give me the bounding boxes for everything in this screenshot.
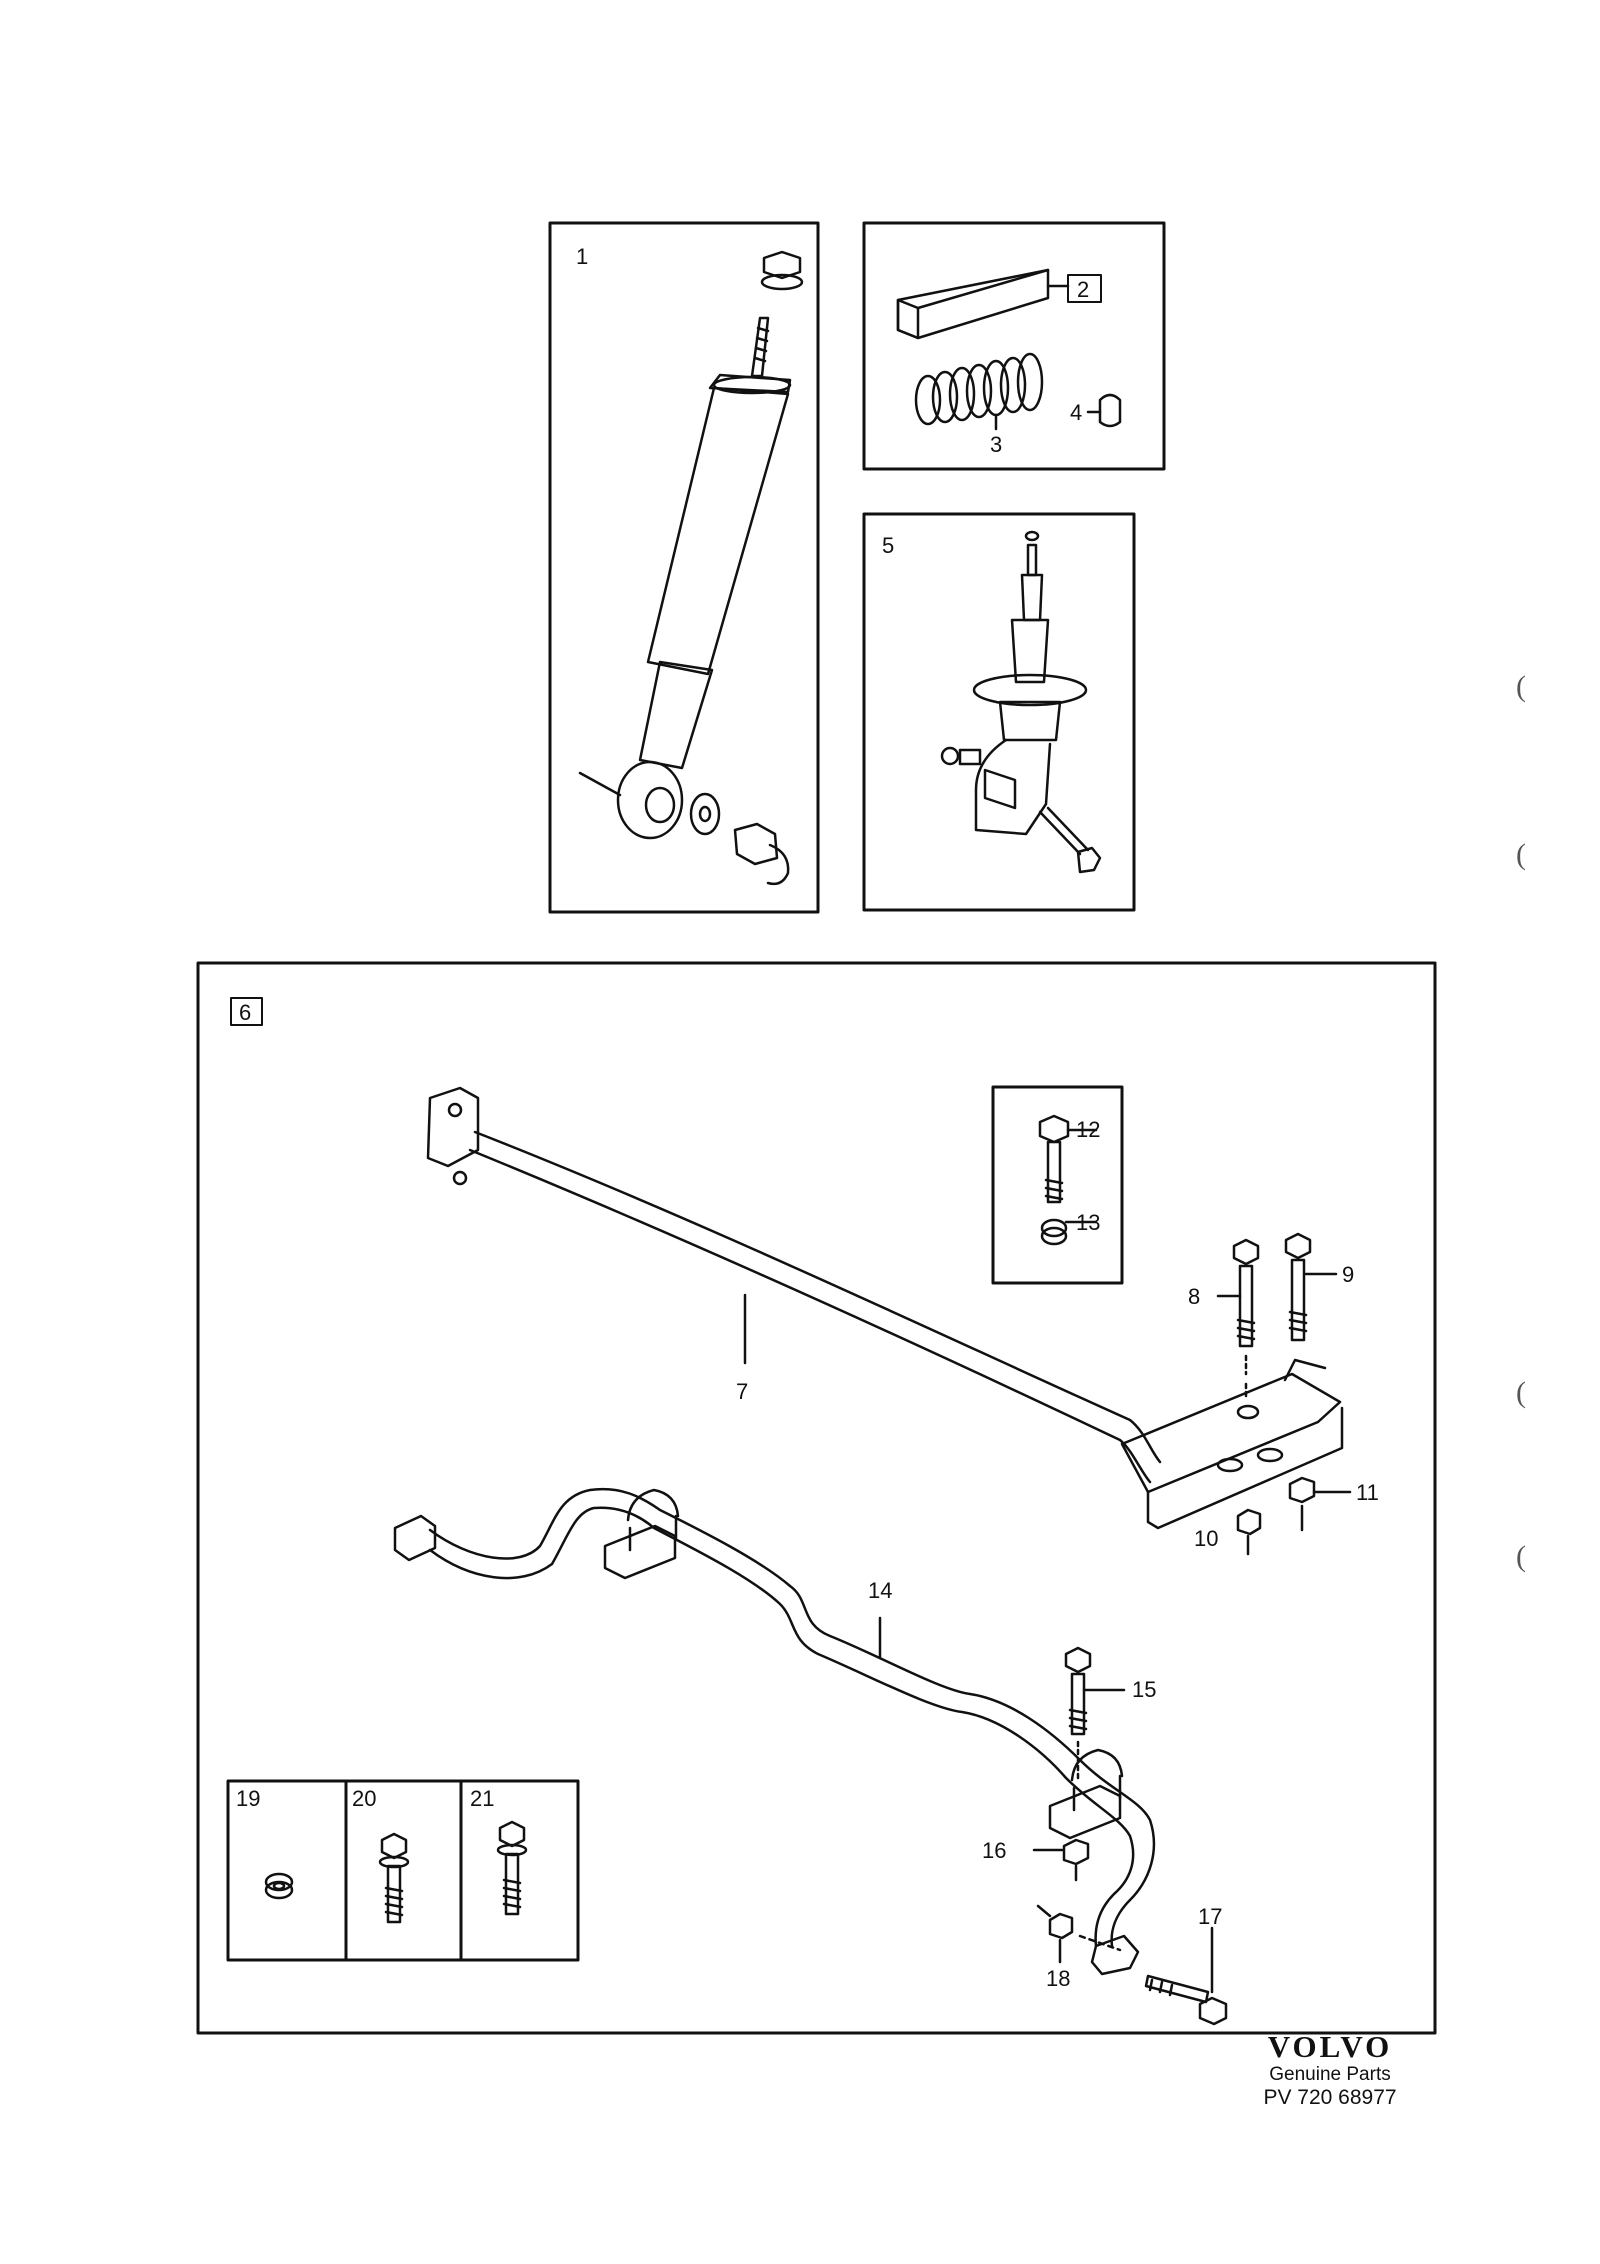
callout-13: 13 — [1076, 1210, 1100, 1235]
callout-1: 1 — [576, 244, 588, 269]
callout-21: 21 — [470, 1786, 494, 1811]
margin-mark: ( — [1516, 1540, 1526, 1573]
callout-12: 12 — [1076, 1117, 1100, 1142]
panel-5-frame — [862, 512, 1136, 912]
bolt-9-illustration — [1284, 1232, 1338, 1342]
bolt-12-illustration — [1038, 1114, 1098, 1204]
front-strut-illustration — [940, 530, 1102, 874]
nut-13-illustration — [1040, 1218, 1098, 1246]
panel-1-frame — [548, 221, 820, 914]
callout-7: 7 — [736, 1379, 748, 1404]
panel-12-13-frame — [991, 1085, 1124, 1285]
bolt-20-illustration — [378, 1832, 410, 1924]
volvo-logo: VOLVO — [1267, 2029, 1393, 2064]
part-code: PV 720 68977 — [1263, 2086, 1397, 2109]
callout-box-6 — [230, 997, 263, 1026]
callout-6: 6 — [239, 1000, 251, 1025]
callout-16: 16 — [982, 1838, 1006, 1863]
callout-2: 2 — [1077, 277, 1089, 302]
nut-11-illustration — [1288, 1476, 1352, 1532]
bolt-8-illustration — [1216, 1238, 1260, 1420]
panel-21-frame — [459, 1779, 580, 1962]
nut-10-illustration — [1236, 1508, 1262, 1556]
panel-6-frame — [196, 961, 1437, 2035]
nut-19-illustration — [264, 1872, 294, 1900]
nut-16-illustration — [1032, 1838, 1090, 1882]
callout-11: 11 — [1356, 1480, 1379, 1505]
callout-19: 19 — [236, 1786, 260, 1811]
brand-block: VOLVO Genuine Parts PV 720 68977 — [1230, 2030, 1430, 2110]
rear-stabilizer-bar-illustration — [426, 1086, 1344, 1530]
bump-stop-kit-illustration — [896, 268, 1070, 340]
coil-spring-illustration — [914, 352, 1044, 431]
panel-2-frame — [862, 221, 1166, 471]
bolt-21-illustration — [496, 1820, 528, 1916]
callout-17: 17 — [1198, 1904, 1222, 1929]
bump-stop-cap-illustration — [1086, 393, 1122, 428]
margin-mark: ( — [1516, 670, 1526, 703]
callout-10: 10 — [1194, 1526, 1218, 1551]
callout-15: 15 — [1132, 1677, 1156, 1702]
callout-18: 18 — [1046, 1966, 1070, 1991]
callout-9: 9 — [1342, 1262, 1354, 1287]
front-stabilizer-bar-illustration — [393, 1487, 1156, 1976]
nut-18-illustration — [1036, 1904, 1122, 1964]
callout-8: 8 — [1188, 1284, 1200, 1309]
margin-mark: ( — [1516, 838, 1526, 871]
brand-subtitle: Genuine Parts — [1269, 2064, 1391, 2085]
callout-20: 20 — [352, 1786, 376, 1811]
callout-5: 5 — [882, 533, 894, 558]
callout-4: 4 — [1070, 400, 1082, 425]
bolt-15-illustration — [1064, 1646, 1126, 1784]
shock-absorber-illustration — [578, 250, 804, 886]
bolt-17-illustration — [1144, 1926, 1228, 2026]
callout-14: 14 — [868, 1578, 892, 1603]
callout-box-2 — [1067, 274, 1102, 303]
callout-3: 3 — [990, 432, 1002, 457]
margin-mark: ( — [1516, 1376, 1526, 1409]
